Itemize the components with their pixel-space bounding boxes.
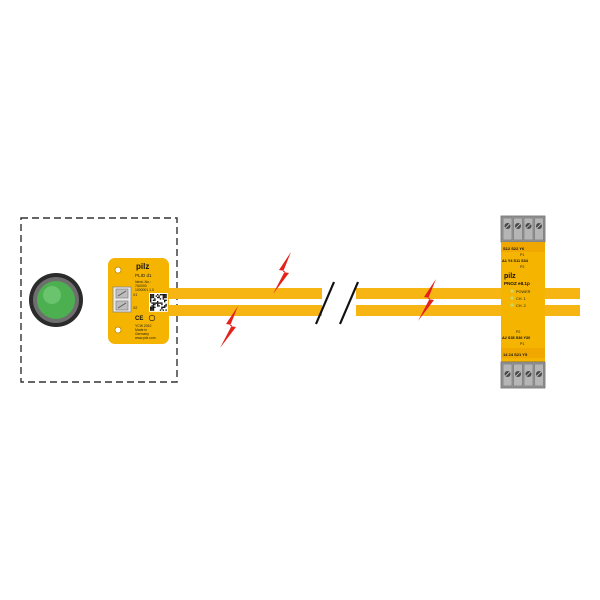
sensor-country: Germany — [135, 332, 149, 336]
relay-bottom-label-p1: P1 — [520, 342, 524, 346]
double-slash-break-icon — [338, 281, 360, 325]
top-terminal-block — [500, 215, 546, 243]
sensor-made-in: Made in — [135, 328, 147, 332]
led-power-label: POWER — [516, 290, 531, 294]
relay-top-terminals-row2: A1 Y4 S11 S34 — [502, 259, 529, 263]
ch2-led-icon — [510, 303, 514, 307]
connector-x1-label: X1 — [133, 293, 137, 297]
ce-mark-icon: CE — [135, 316, 143, 322]
sensor-date-code: YCW 2010 — [135, 324, 152, 328]
machine-enclosure — [20, 217, 178, 383]
connector-x2-label: X2 — [133, 306, 137, 310]
relay-top-label-p1: P1 — [520, 253, 524, 257]
bottom-terminal-block — [500, 361, 546, 389]
green-push-button-icon — [29, 273, 83, 327]
sensor-ident-number: 7A0000 — [135, 284, 147, 288]
sensor-ident-label: Ident.-No.: — [135, 280, 151, 284]
relay-top-label-p2: P2 — [520, 265, 524, 269]
sensor-model: PLID d1 — [135, 273, 152, 278]
lightning-bolt-icon — [220, 306, 238, 348]
relay-model: PNOZ e8.1p — [504, 281, 530, 286]
certification-mark — [148, 314, 156, 322]
relay-body — [501, 242, 545, 362]
sensor-website: www.pilz.com — [135, 336, 156, 340]
double-slash-break-icon — [314, 281, 336, 325]
lightning-bolts — [220, 252, 436, 348]
sensor-connector — [112, 286, 132, 313]
lightning-bolt-icon — [418, 279, 436, 321]
relay-top-terminals-row1: S12 S22 Y6 — [503, 246, 525, 251]
cable-break — [314, 281, 360, 325]
led-ch2-label: CH. 2 — [516, 304, 526, 308]
mounting-hole — [114, 326, 122, 334]
sensor-brand: pilz — [136, 262, 149, 271]
relay-brand: pilz — [504, 273, 516, 280]
qr-code-icon — [149, 293, 168, 312]
lightning-bolt-icon — [273, 252, 291, 294]
sensor-serial: 1000001 1.0 — [135, 288, 154, 292]
relay-bottom-terminals-row2: 14 24 S21 Y5 — [503, 352, 528, 357]
led-ch1-label: CH. 1 — [516, 297, 526, 301]
relay-bottom-terminals-row1: A2 S35 S36 Y30 — [502, 336, 530, 340]
ch1-led-icon — [510, 296, 514, 300]
pnoz-safety-relay: S12 S22 Y6 P1 A1 Y4 S11 S34 P2 pilz PNOZ… — [500, 215, 546, 389]
power-led-icon — [510, 289, 514, 293]
sensor-body — [108, 258, 169, 344]
mounting-hole — [114, 266, 122, 274]
relay-bottom-label-p2: P2 — [516, 330, 520, 334]
plid-sensor: pilz PLID d1 Ident.-No.: 7A0000 1000001 … — [108, 258, 169, 344]
